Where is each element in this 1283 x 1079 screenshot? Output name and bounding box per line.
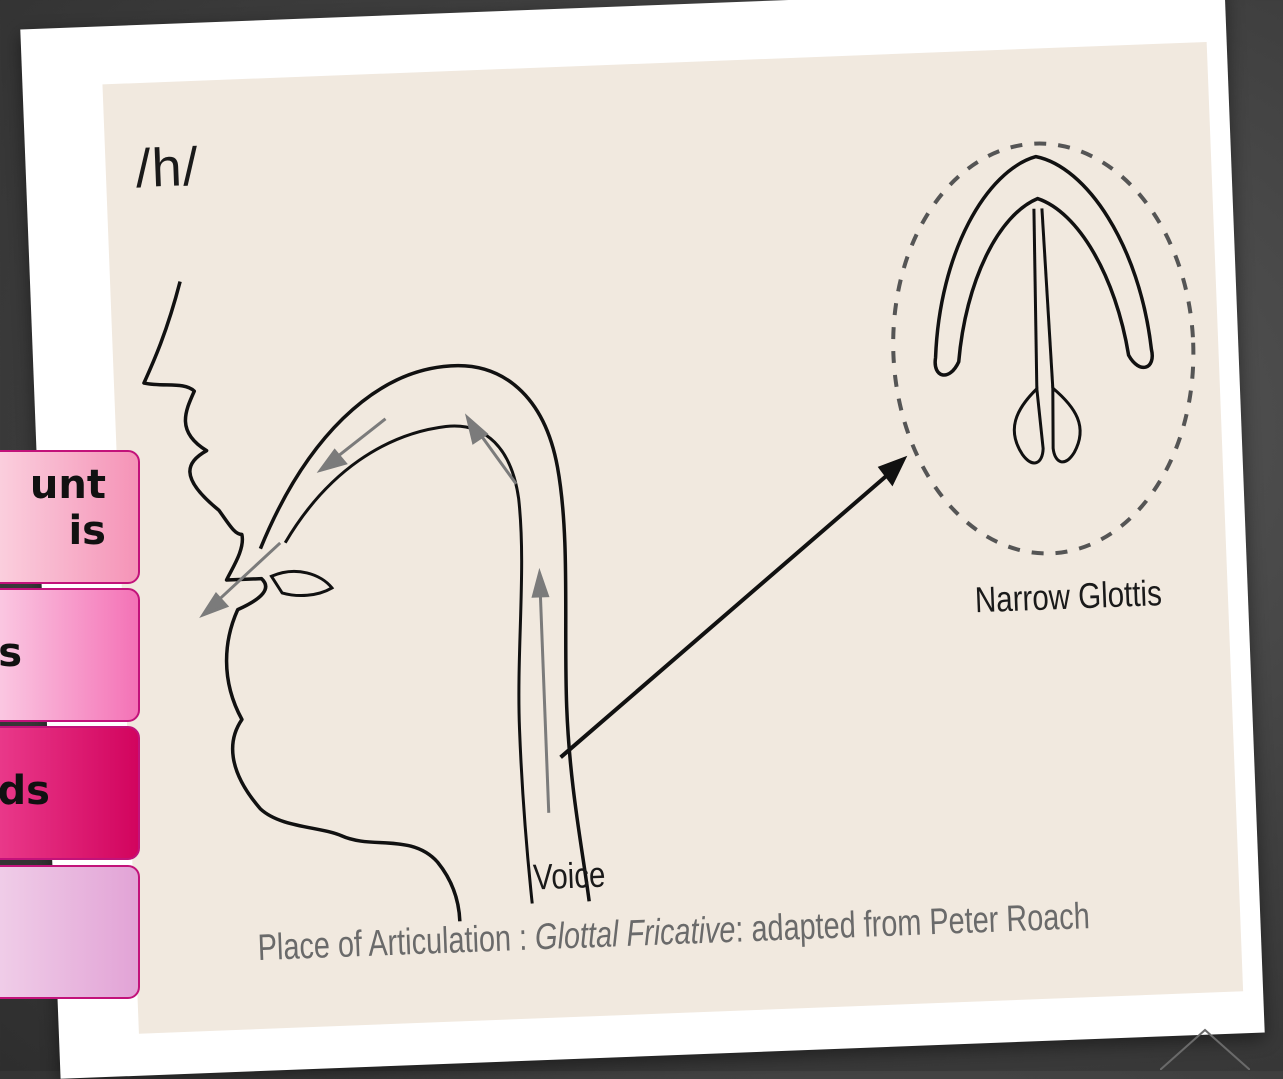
nostril — [271, 570, 332, 597]
diagram-drawing — [102, 42, 1243, 1034]
vocal-tract-inner — [281, 424, 535, 913]
arytenoid-right — [1051, 387, 1081, 462]
vocal-tract-outer — [254, 361, 590, 913]
bullet-box-1: unt is — [0, 450, 140, 584]
bullet-text-3: ds — [0, 768, 50, 814]
airflow-arrows — [196, 413, 556, 826]
pointer-arrow — [550, 475, 898, 758]
bullet-box-3: ds — [0, 726, 140, 860]
bullet-box-4 — [0, 865, 140, 999]
chevron-decoration-icon — [1160, 1000, 1250, 1070]
voice-label: Voice — [532, 854, 606, 899]
bullet-text-2: s — [0, 630, 22, 676]
glottis-label: Narrow Glottis — [974, 572, 1162, 621]
arytenoid-left — [1013, 389, 1044, 464]
articulation-diagram: /h/ Narrow Glottis Voice Place of Articu… — [102, 42, 1243, 1034]
slide-sheet: /h/ Narrow Glottis Voice Place of Articu… — [20, 0, 1264, 1079]
bullet-box-2: s — [0, 588, 140, 722]
phoneme-label: /h/ — [135, 136, 200, 200]
caption-italic: Glottal Fricative — [534, 909, 736, 958]
glottis-outline — [927, 152, 1152, 375]
bullet-text-1: unt is — [30, 462, 106, 554]
face-profile — [140, 272, 460, 933]
